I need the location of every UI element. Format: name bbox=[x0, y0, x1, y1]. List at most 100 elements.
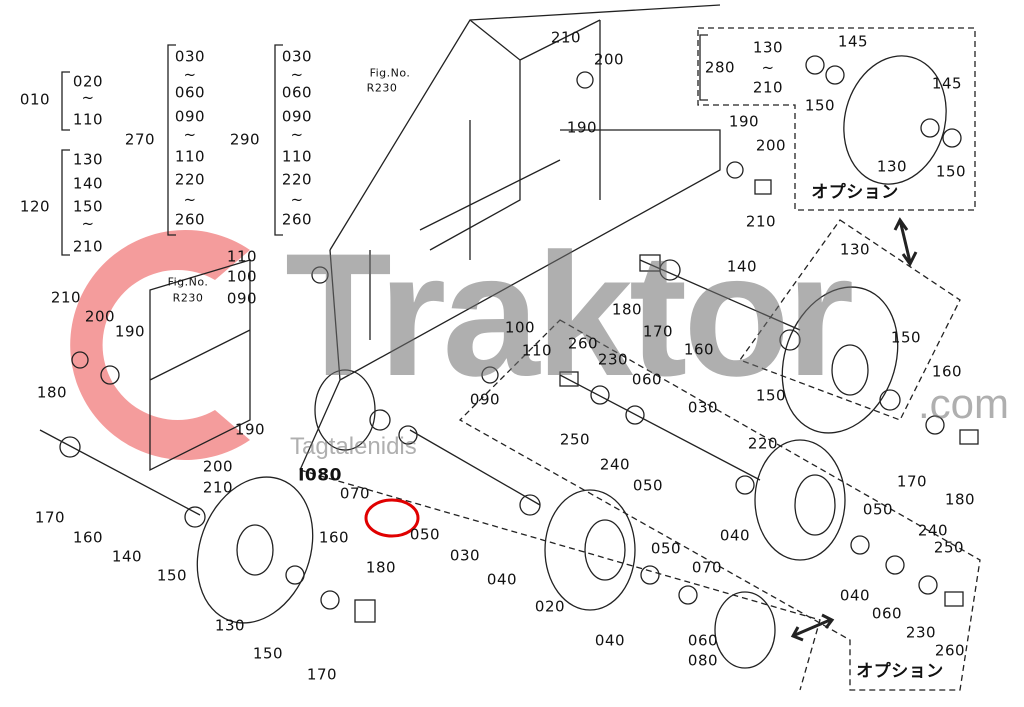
part-number-label: 040 bbox=[594, 631, 626, 650]
part-number-label: 260 bbox=[934, 641, 966, 660]
part-number-label: 250 bbox=[559, 430, 591, 449]
part-number-label: 110 bbox=[226, 247, 258, 266]
range-tilde: ~ bbox=[183, 190, 197, 209]
part-number-label: 230 bbox=[905, 623, 937, 642]
part-number-label: 170 bbox=[34, 508, 66, 527]
part-number-label: 150 bbox=[890, 328, 922, 347]
part-number-label: 150 bbox=[755, 386, 787, 405]
range-tilde: ~ bbox=[290, 125, 304, 144]
range-tilde: ~ bbox=[183, 125, 197, 144]
part-number-label: 050 bbox=[862, 500, 894, 519]
part-number-label: 270 bbox=[124, 130, 156, 149]
part-number-label: 040 bbox=[719, 526, 751, 545]
part-number-label: 090 bbox=[281, 107, 313, 126]
part-number-label: 160 bbox=[72, 528, 104, 547]
part-number-label: 210 bbox=[50, 288, 82, 307]
figure-reference: R230 bbox=[172, 291, 204, 305]
part-number-label: 120 bbox=[19, 197, 51, 216]
part-number-label: 050 bbox=[409, 525, 441, 544]
part-number-label: 030 bbox=[449, 546, 481, 565]
part-number-label: 010 bbox=[19, 90, 51, 109]
part-number-label: 200 bbox=[202, 457, 234, 476]
option-label: オプション bbox=[811, 182, 899, 203]
figure-reference: Fig.No. bbox=[167, 275, 209, 289]
part-number-label: 210 bbox=[72, 237, 104, 256]
part-number-label: 210 bbox=[745, 212, 777, 231]
part-number-label: 210 bbox=[752, 78, 784, 97]
part-number-label: 190 bbox=[234, 420, 266, 439]
range-tilde: ~ bbox=[81, 88, 95, 107]
part-number-label: 170 bbox=[642, 322, 674, 341]
watermark-brand: Traktor bbox=[285, 218, 854, 413]
part-number-label: 100 bbox=[226, 267, 258, 286]
part-number-label: 110 bbox=[281, 147, 313, 166]
part-number-label: 090 bbox=[469, 390, 501, 409]
part-number-label: 130 bbox=[752, 38, 784, 57]
option-label: I080 bbox=[298, 465, 342, 486]
part-number-label: 170 bbox=[896, 472, 928, 491]
part-number-label: 210 bbox=[202, 478, 234, 497]
watermark-sub: Tagtalenidis bbox=[290, 433, 417, 460]
part-number-label: 170 bbox=[306, 665, 338, 684]
part-number-label: 050 bbox=[632, 476, 664, 495]
part-number-label: 020 bbox=[534, 597, 566, 616]
part-number-label: 160 bbox=[931, 362, 963, 381]
part-number-label: 180 bbox=[365, 558, 397, 577]
part-number-label: 030 bbox=[174, 47, 206, 66]
part-number-label: 190 bbox=[728, 112, 760, 131]
range-tilde: ~ bbox=[81, 214, 95, 233]
figure-reference: R230 bbox=[366, 81, 398, 95]
part-number-label: 200 bbox=[755, 136, 787, 155]
part-number-label: 220 bbox=[747, 434, 779, 453]
part-number-label: 110 bbox=[72, 110, 104, 129]
part-number-label: 260 bbox=[281, 210, 313, 229]
part-number-label: 260 bbox=[567, 334, 599, 353]
part-number-label: 130 bbox=[876, 157, 908, 176]
part-number-label: 060 bbox=[631, 370, 663, 389]
part-number-label: 280 bbox=[704, 58, 736, 77]
part-number-label: 040 bbox=[839, 586, 871, 605]
part-number-label: 240 bbox=[599, 455, 631, 474]
part-number-label: 230 bbox=[597, 350, 629, 369]
part-number-label: 160 bbox=[318, 528, 350, 547]
part-number-label: 030 bbox=[281, 47, 313, 66]
part-number-label: 140 bbox=[726, 257, 758, 276]
part-number-label: 060 bbox=[281, 83, 313, 102]
part-number-label: 160 bbox=[683, 340, 715, 359]
part-number-label: 020 bbox=[72, 72, 104, 91]
part-number-label: 140 bbox=[111, 547, 143, 566]
part-number-label: 130 bbox=[214, 616, 246, 635]
part-number-label: 070 bbox=[339, 484, 371, 503]
part-number-label: 145 bbox=[931, 74, 963, 93]
part-number-label: 250 bbox=[933, 538, 965, 557]
part-number-label: 200 bbox=[593, 50, 625, 69]
range-tilde: ~ bbox=[761, 58, 775, 77]
part-number-label: 110 bbox=[174, 147, 206, 166]
part-number-label: 180 bbox=[611, 300, 643, 319]
part-number-label: 180 bbox=[36, 383, 68, 402]
part-number-label: 290 bbox=[229, 130, 261, 149]
part-number-label: 190 bbox=[566, 118, 598, 137]
part-number-label: 240 bbox=[917, 521, 949, 540]
part-number-label: 200 bbox=[84, 307, 116, 326]
range-tilde: ~ bbox=[290, 190, 304, 209]
watermark-logo-icon bbox=[70, 229, 250, 460]
part-number-label: 040 bbox=[486, 570, 518, 589]
part-number-label: 060 bbox=[174, 83, 206, 102]
part-number-label: 150 bbox=[252, 644, 284, 663]
part-number-label: 145 bbox=[837, 32, 869, 51]
part-number-label: 090 bbox=[174, 107, 206, 126]
option-label: オプション bbox=[856, 661, 944, 682]
part-number-label: 060 bbox=[871, 604, 903, 623]
part-number-label: 150 bbox=[156, 566, 188, 585]
part-number-label: 180 bbox=[944, 490, 976, 509]
part-number-label: 190 bbox=[114, 322, 146, 341]
part-number-label: 210 bbox=[550, 28, 582, 47]
part-number-label: 100 bbox=[504, 318, 536, 337]
part-number-label: 050 bbox=[650, 539, 682, 558]
watermark-domain: .com bbox=[918, 380, 1010, 427]
part-number-label: 150 bbox=[804, 96, 836, 115]
part-number-label: 140 bbox=[72, 174, 104, 193]
